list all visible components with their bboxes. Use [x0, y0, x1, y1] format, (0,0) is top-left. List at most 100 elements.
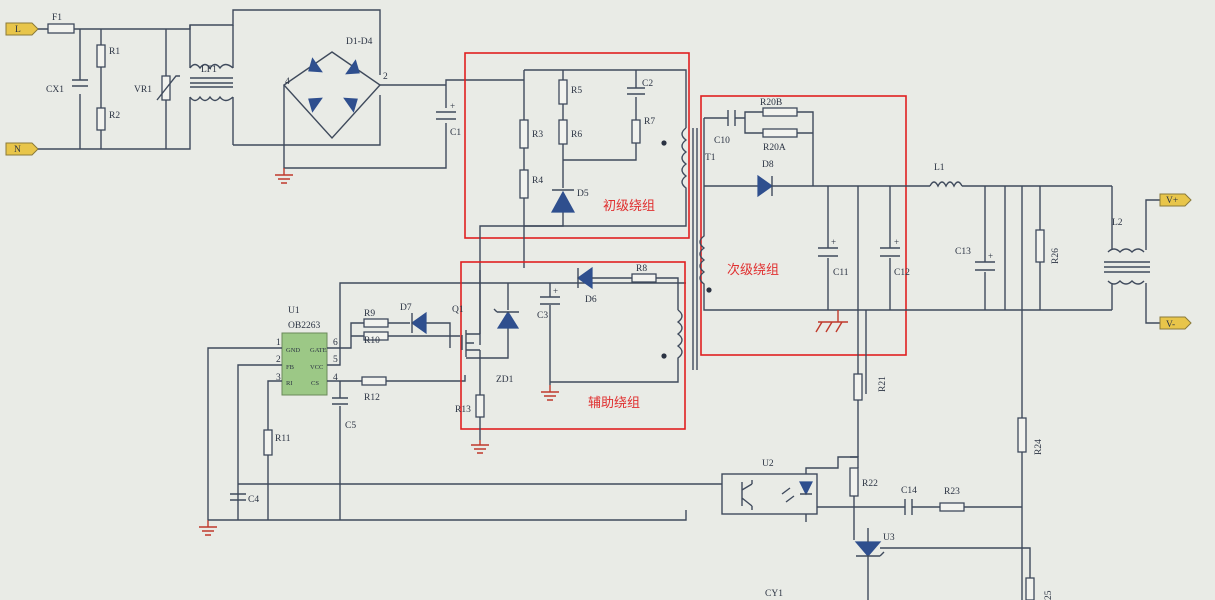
feedback-section: R21 U2 R22 C14 R23 U3 CY1: [721, 373, 1031, 600]
diode-d6: [576, 266, 593, 290]
resistor-r26: [1035, 229, 1045, 263]
svg-text:+: +: [450, 101, 455, 111]
label-cy1: CY1: [765, 589, 783, 599]
svg-text:3: 3: [276, 373, 281, 383]
label-l2: L2: [1112, 218, 1123, 228]
resistor-r8: [631, 273, 657, 283]
ground-q1: [471, 440, 489, 454]
label-c11: C11: [833, 268, 849, 278]
zener-zd1: [496, 310, 520, 329]
output-section: L1 + C13 R26 L2 V+ V- R24 25: [929, 163, 1192, 600]
capacitor-c13: [975, 261, 995, 271]
label-r24: R24: [1034, 439, 1044, 455]
terminal-l: [5, 22, 39, 36]
primary-label: 初级绕组: [603, 199, 655, 214]
label-u1: U1: [288, 306, 300, 316]
label-r23: R23: [944, 487, 960, 497]
label-r3: R3: [532, 130, 543, 140]
label-d1-d4: D1-D4: [346, 37, 373, 47]
resistor-r12: [361, 376, 387, 386]
label-zd1: ZD1: [496, 375, 514, 385]
resistor-r4: [519, 169, 529, 199]
ground-aux: [541, 385, 559, 401]
label-r20b: R20B: [760, 98, 782, 108]
regulator-u3: [854, 541, 882, 557]
bridge-rectifier-d1-d4: D1-D4 4 2: [282, 37, 388, 140]
ground-input: [275, 168, 293, 184]
label-c4: C4: [248, 495, 259, 505]
label-r21: R21: [878, 376, 888, 392]
capacitor-cx1: [72, 79, 88, 87]
label-r26: R26: [1051, 248, 1061, 264]
transformer-t1: T1: [692, 128, 716, 370]
label-r11: R11: [275, 434, 291, 444]
label-node2: 2: [383, 72, 388, 82]
capacitor-c5: [332, 397, 348, 405]
diode-d7: [410, 311, 427, 335]
label-r2: R2: [109, 111, 120, 121]
label-c10: C10: [714, 136, 730, 146]
capacitor-c12: [880, 247, 900, 257]
secondary-winding-section: 次级绕组 C10 R20B R20A D8 + + C11 C12: [699, 95, 1112, 394]
svg-text:FB: FB: [286, 364, 295, 371]
resistor-r24: [1017, 417, 1027, 453]
ground-controller: [199, 520, 217, 536]
label-r6: R6: [571, 130, 582, 140]
label-d5: D5: [577, 189, 589, 199]
svg-text:5: 5: [333, 355, 338, 365]
resistor-r6: [558, 119, 568, 145]
resistor-r5: [558, 79, 568, 105]
primary-winding-section: 初级绕组 R3 R4 R5 R6 R7 C2 D5: [464, 52, 690, 345]
led-u2: [799, 481, 813, 496]
svg-text:+: +: [831, 237, 836, 247]
label-c1: C1: [450, 128, 461, 138]
label-r7: R7: [644, 117, 655, 127]
diode-d8: [757, 174, 774, 198]
terminal-vplus-label: V+: [1166, 196, 1178, 206]
label-c14: C14: [901, 486, 917, 496]
label-r22: R22: [862, 479, 878, 489]
capacitor-c1: [436, 111, 456, 120]
primary-coil: [524, 127, 688, 227]
label-vr1: VR1: [134, 85, 152, 95]
label-q1: Q1: [452, 305, 464, 315]
resistor-r20a: [762, 128, 798, 138]
capacitor-c10: [727, 110, 736, 126]
label-d6: D6: [585, 295, 597, 305]
resistor-r21: [853, 373, 863, 401]
svg-text:CS: CS: [311, 380, 319, 387]
primary-box: [464, 52, 690, 239]
terminal-n: [5, 142, 39, 156]
label-c3: C3: [537, 311, 548, 321]
label-r1: R1: [109, 47, 120, 57]
label-r25: 25: [1044, 590, 1054, 600]
label-l1: L1: [934, 163, 945, 173]
label-r8: R8: [636, 264, 647, 274]
inductor-l1: [929, 181, 963, 188]
resistor-r3: [519, 119, 529, 149]
resistor-r7: [631, 119, 641, 144]
terminal-l-label: L: [15, 25, 21, 35]
controller-section: U1 OB2263 GND FB RI GATE VCC CS 1 2 3 6 …: [199, 282, 722, 536]
label-d7: D7: [400, 303, 412, 313]
secondary-label: 次级绕组: [727, 262, 779, 278]
resistor-r9: [363, 318, 389, 328]
label-f1: F1: [52, 13, 62, 23]
label-ob2263: OB2263: [288, 321, 320, 331]
label-c13: C13: [955, 247, 971, 257]
svg-text:+: +: [894, 237, 899, 247]
svg-text:+: +: [553, 286, 558, 296]
choke-lf1: LF1: [189, 25, 234, 145]
capacitor-c4: [230, 493, 246, 501]
input-section: L N F1 CX1 R1 R2 VR1 LF1: [5, 9, 524, 184]
secondary-box: [700, 95, 907, 356]
label-c2: C2: [642, 79, 653, 89]
terminal-vplus: [1159, 193, 1192, 207]
mosfet-q1: Q1: [452, 270, 481, 395]
auxiliary-box: [460, 261, 686, 430]
svg-text:RI: RI: [286, 380, 293, 387]
auxiliary-label: 辅助绕组: [588, 396, 640, 411]
resistor-r23: [939, 502, 965, 512]
svg-text:6: 6: [333, 338, 338, 348]
